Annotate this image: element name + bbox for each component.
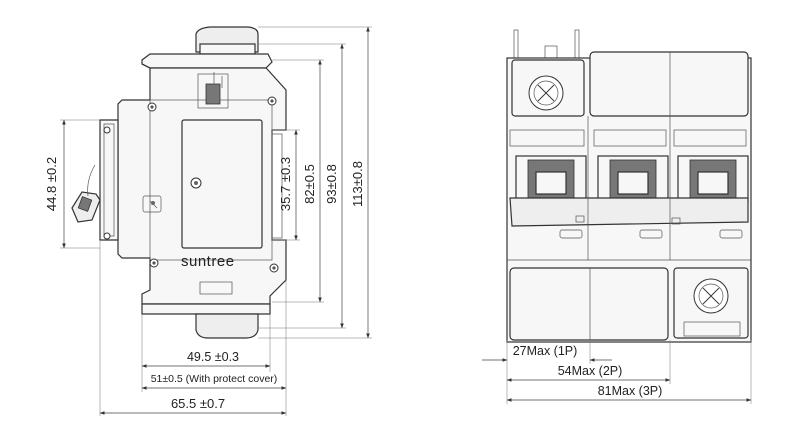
brand-logo: suntree [181,253,235,270]
dim-width-1p: 27Max (1P) [513,344,578,358]
dim-height-total: 113±0.8 [350,161,365,207]
dim-height-body: 82±0.5 [302,164,317,204]
front-view-dimensions: 27Max (1P) 54Max (2P) 81Max (3P) [482,340,752,404]
dim-width-2p: 54Max (2P) [558,364,623,378]
dim-height-window: 35.7 ±0.3 [278,157,293,211]
side-view-dimensions: 44.8 ±0.2 35.7 ±0.3 82±0.5 93±0.8 113±0.… [44,26,372,416]
side-view: suntree [71,26,287,339]
dim-height-din: 93±0.8 [324,164,339,204]
front-view [506,29,752,343]
dim-width-cover: 51±0.5 (With protect cover) [151,373,278,385]
dim-height-front: 44.8 ±0.2 [44,157,59,211]
dim-width-total: 65.5 ±0.7 [171,396,225,411]
dim-width-3p: 81Max (3P) [598,384,663,398]
dim-width-depth: 49.5 ±0.3 [187,350,239,364]
